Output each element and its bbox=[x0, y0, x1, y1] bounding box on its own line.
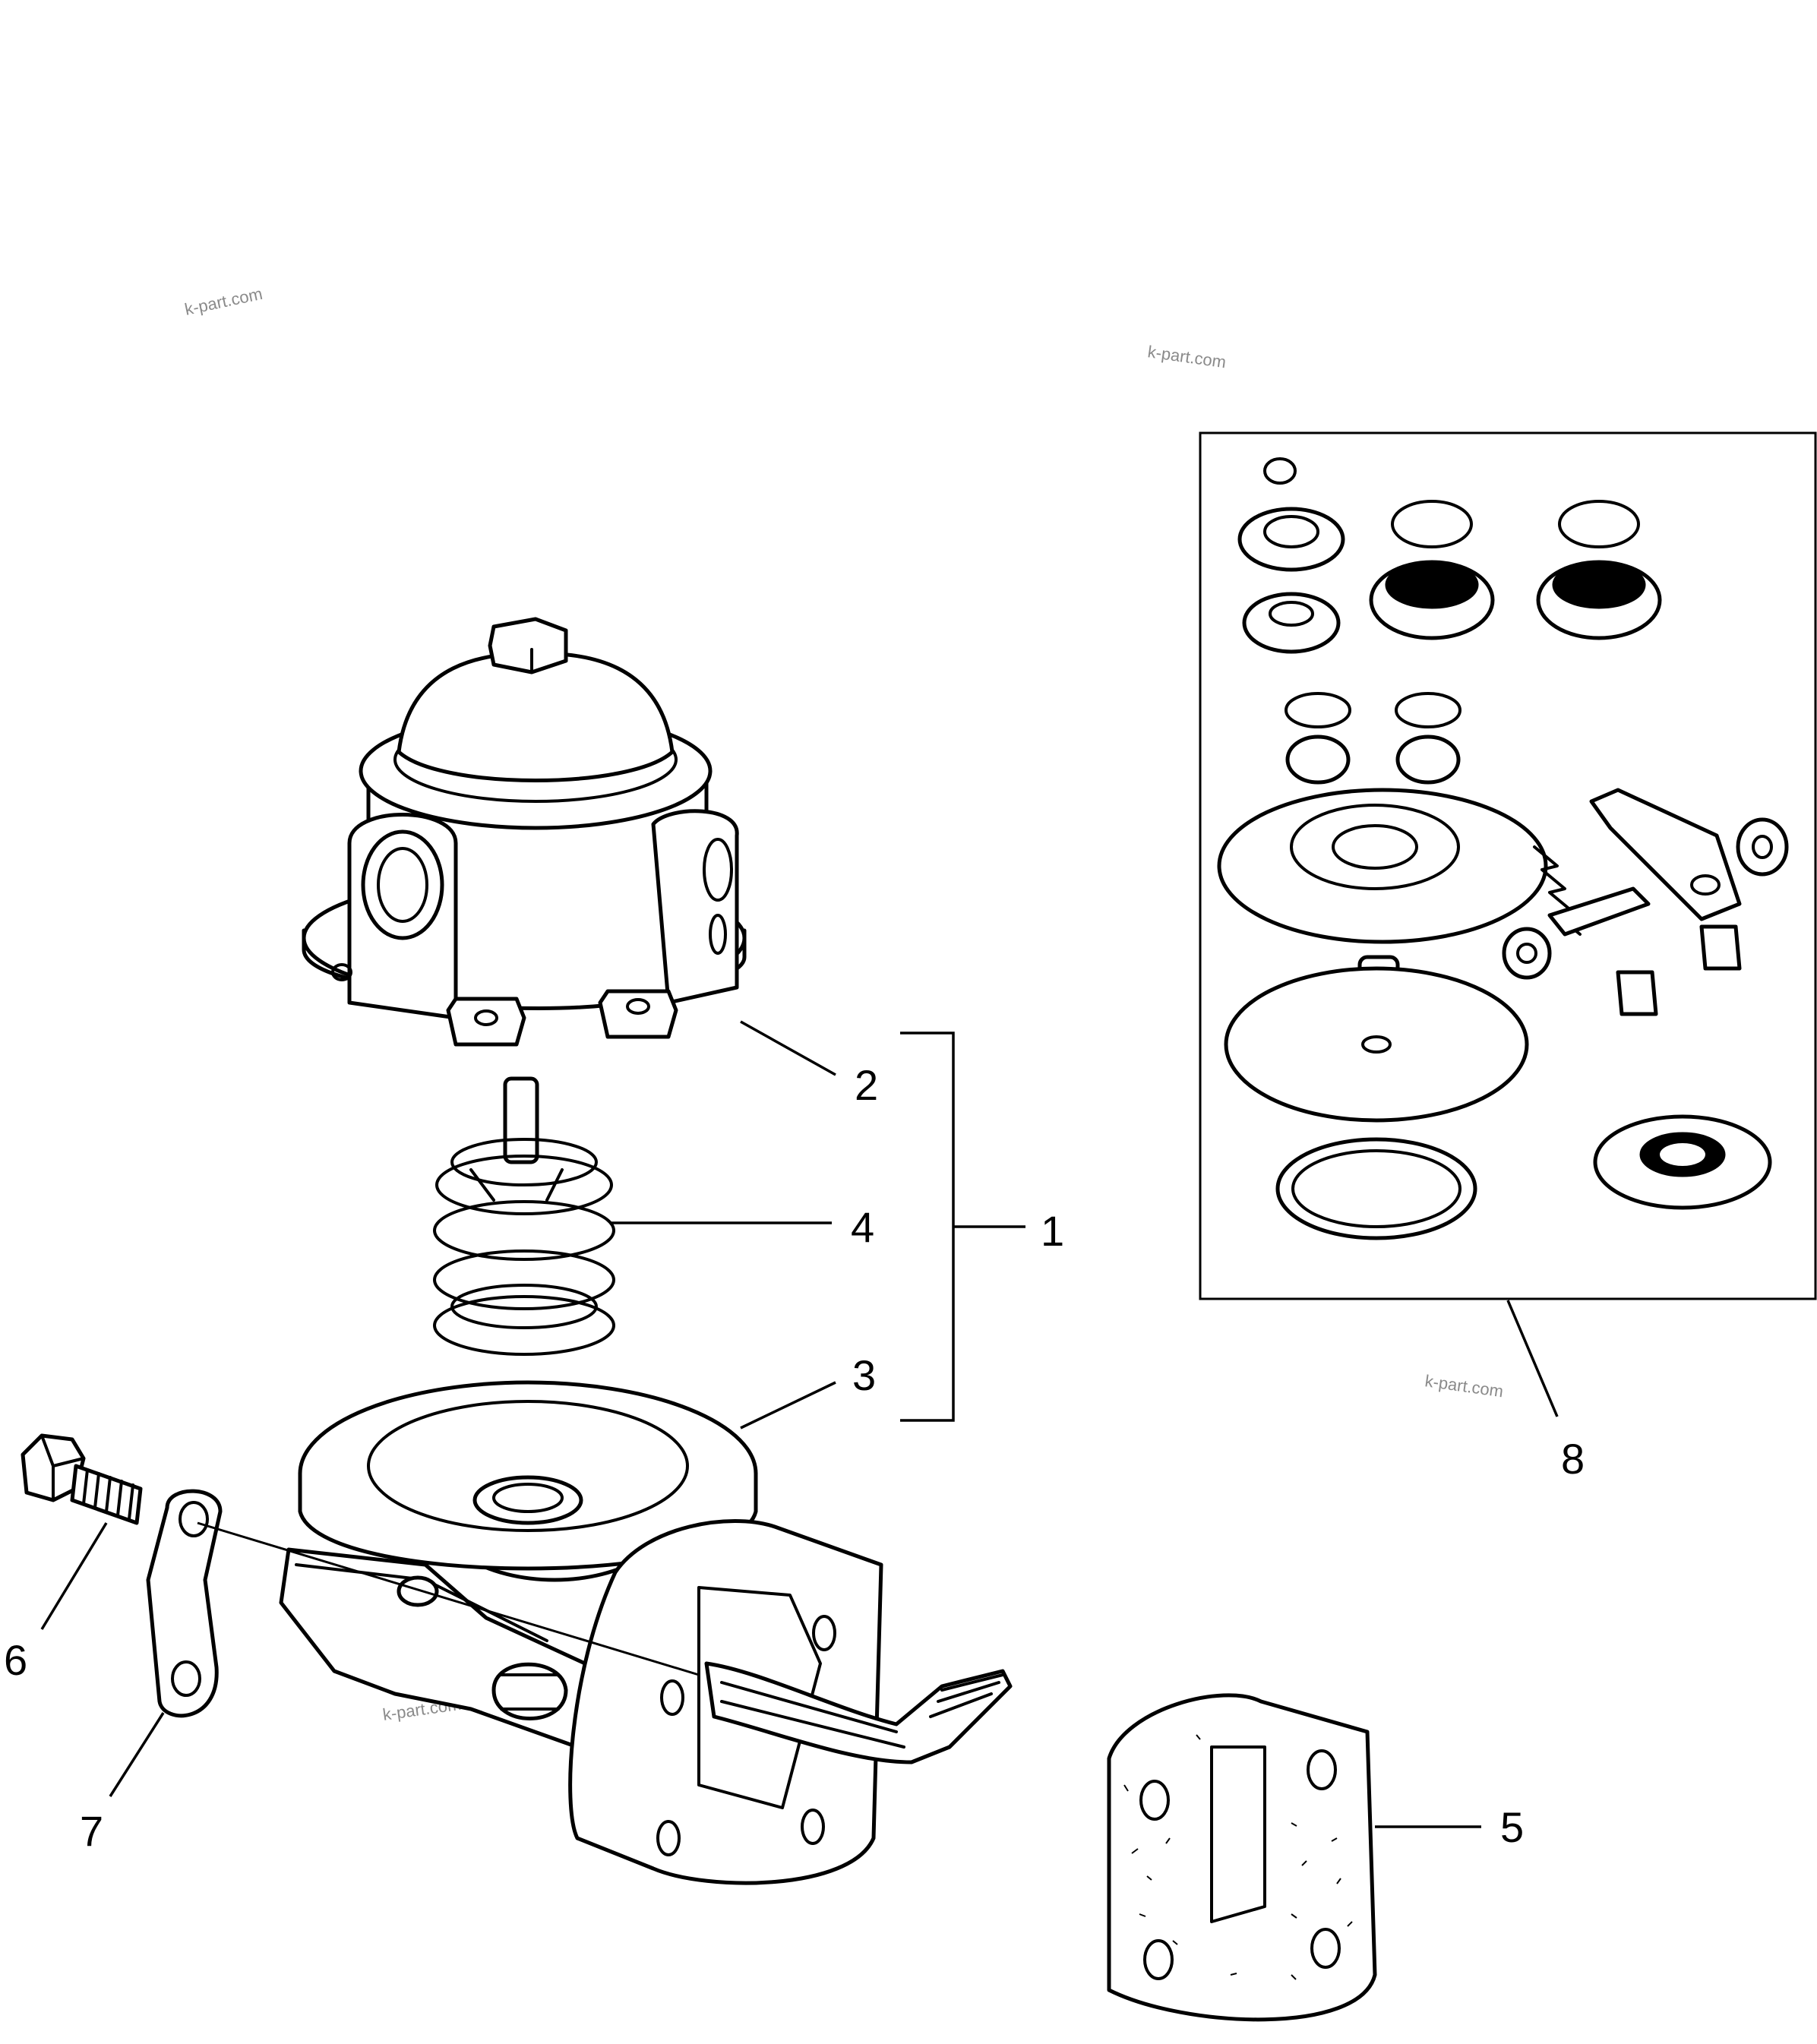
watermark-1: k-part.com bbox=[183, 284, 264, 319]
callout-8: 8 bbox=[1561, 1435, 1585, 1483]
callout-1: 1 bbox=[1041, 1207, 1064, 1255]
lower-body-part bbox=[279, 1380, 1013, 1885]
gasket-texture bbox=[1123, 1734, 1353, 1980]
repair-kit-frame bbox=[1199, 431, 1817, 1300]
gasket-part bbox=[1107, 1693, 1377, 2022]
callout-7: 7 bbox=[80, 1807, 103, 1855]
callout-4: 4 bbox=[851, 1203, 874, 1251]
watermark-3: k-part.com bbox=[1424, 1371, 1504, 1401]
retaining-plate-part bbox=[146, 1489, 700, 1718]
watermark-2: k-part.com bbox=[1146, 342, 1227, 371]
callout-2: 2 bbox=[855, 1061, 878, 1109]
callout-6: 6 bbox=[4, 1636, 27, 1684]
callout-5: 5 bbox=[1500, 1803, 1524, 1851]
repair-kit-part bbox=[1199, 431, 1817, 1300]
spring-part bbox=[433, 1138, 615, 1356]
bolt-part bbox=[21, 1433, 143, 1525]
upper-housing-part bbox=[302, 617, 747, 1164]
callout-3: 3 bbox=[852, 1351, 876, 1399]
leader-lines bbox=[40, 1020, 1559, 1828]
